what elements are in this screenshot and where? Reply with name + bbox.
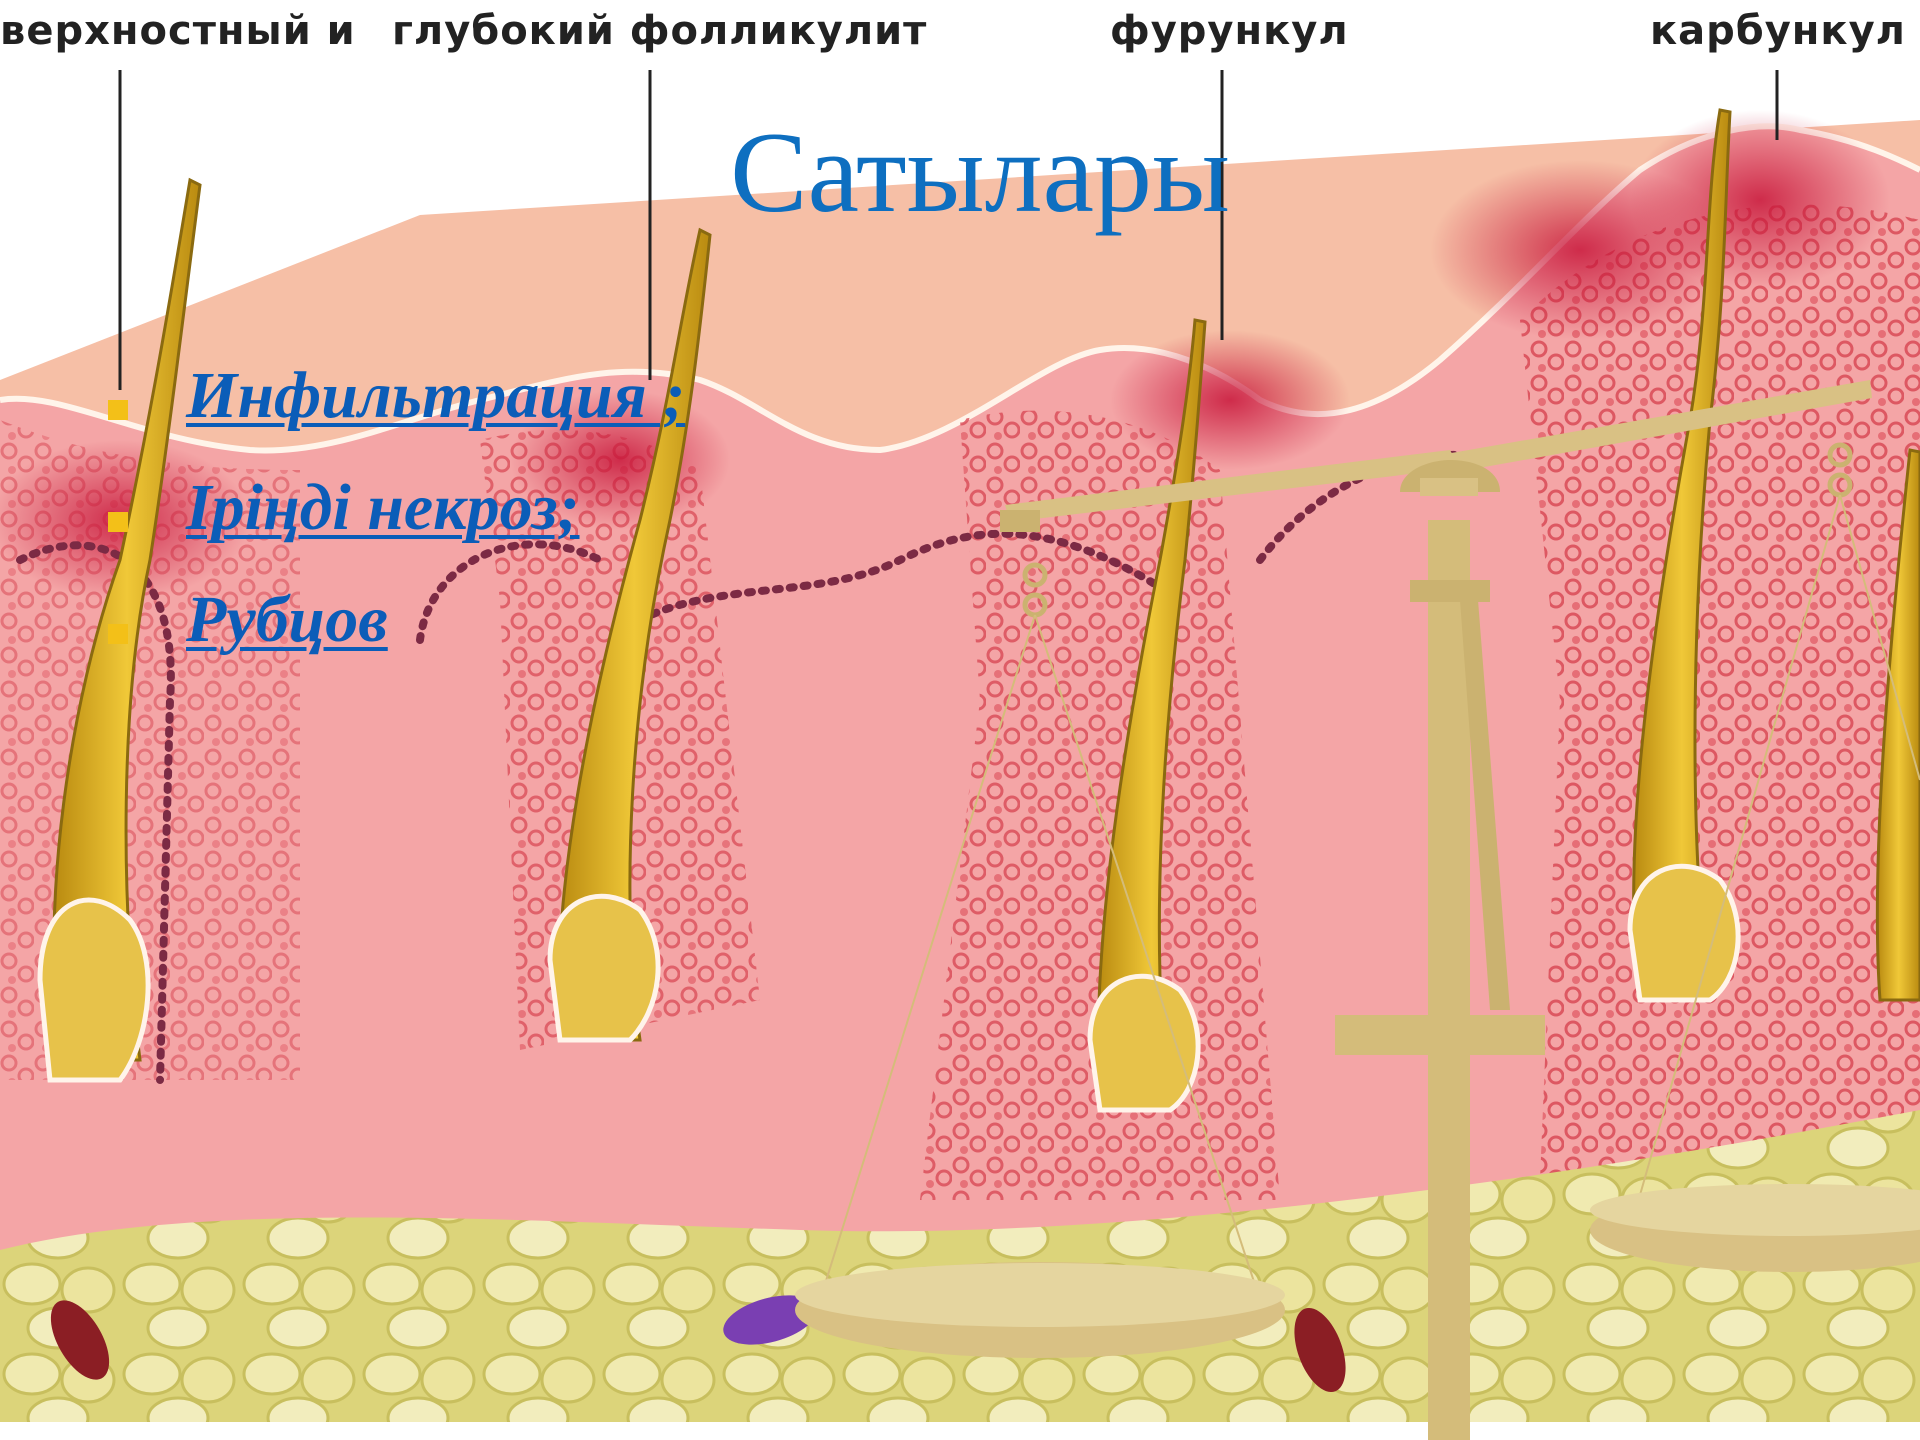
slide-title: Сатылары (700, 115, 1260, 231)
label-carbuncle: карбункул (1650, 8, 1906, 54)
label-superficial-and: верхностный и (0, 8, 356, 54)
link-purulent-necrosis[interactable]: Іріңді некроз; (186, 470, 580, 546)
label-furuncle: фурункул (1110, 8, 1349, 54)
bullet-marker (108, 624, 128, 644)
link-scarring[interactable]: Рубцов (186, 582, 388, 658)
label-deep-folliculitis: глубокий фолликулит (392, 8, 927, 54)
link-infiltration[interactable]: Инфильтрация ; (186, 358, 685, 434)
bullet-marker (108, 512, 128, 532)
bullet-marker (108, 400, 128, 420)
